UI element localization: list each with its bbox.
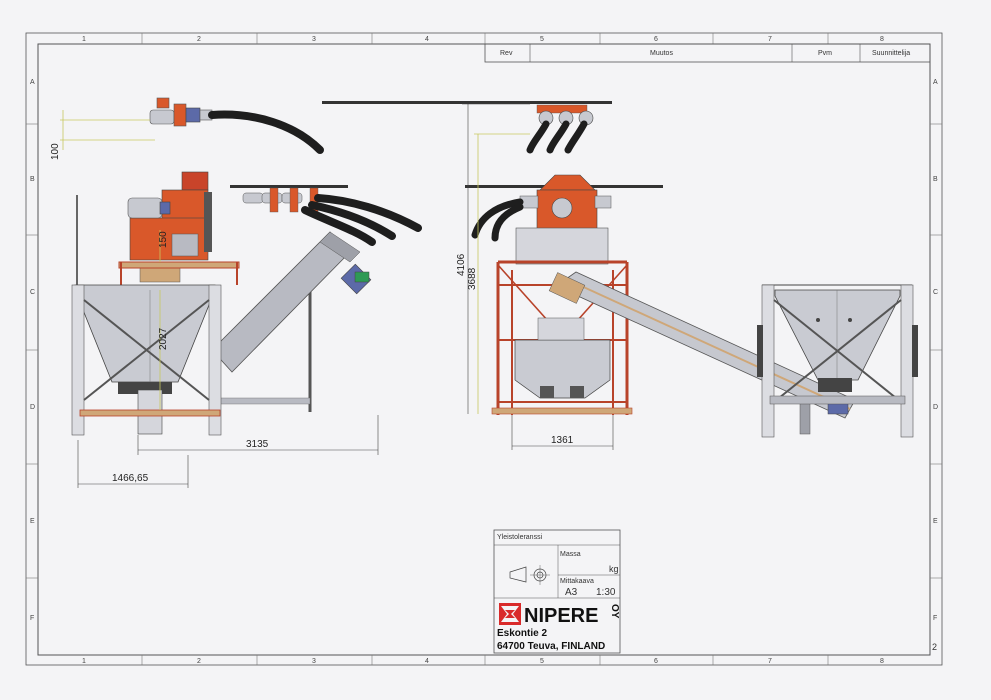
muutos-header: Muutos: [650, 50, 673, 57]
inclined-conveyor: [211, 231, 372, 405]
side-view: 100 150 2027 3135 1466,65: [50, 97, 422, 488]
grid-col-label: 7: [768, 36, 772, 43]
hopper-side: [71, 284, 222, 436]
grid-row-label: F: [30, 615, 34, 622]
grid-row-label: A: [933, 79, 938, 86]
pvm-header: Pvm: [818, 50, 832, 57]
revision-table: Rev Muutos Pvm Suunnittelija: [484, 43, 931, 63]
address-line-2: 64700 Teuva, FINLAND: [497, 641, 605, 652]
grid-row-label: B: [933, 176, 938, 183]
front-view: 4106 3688 1361: [322, 101, 856, 450]
grid-col-label: 5: [540, 36, 544, 43]
front-view-dimensions: [462, 103, 614, 450]
mass-unit: kg: [609, 564, 619, 574]
grid-col-label: 5: [540, 658, 544, 665]
front-motor-hood: [471, 174, 612, 242]
suunnittelija-header: Suunnittelija: [872, 50, 910, 57]
dimension-label-4106: 4106: [456, 253, 467, 276]
front-top-rail: [322, 101, 612, 154]
company-name: NIPERE: [524, 605, 598, 627]
mass-label: Massa: [560, 551, 581, 558]
dimension-label-1466: 1466,65: [112, 473, 149, 484]
grid-row-label: B: [30, 176, 35, 183]
scale-label: Mittakaava: [560, 578, 594, 585]
suspended-feeder: [149, 97, 324, 154]
grid-row-label: F: [933, 615, 937, 622]
title-block: Yleistoleranssi Massa kg Mittakaava A3 1…: [493, 529, 621, 654]
grid-column-labels-bottom: 1 2 3 4 5 6 7 8: [82, 658, 884, 665]
grid-row-labels-right: A B C D E F: [933, 79, 938, 622]
dimension-label-2027: 2027: [158, 327, 169, 350]
grid-col-label: 1: [82, 36, 86, 43]
nipere-logo: NIPERE OY: [499, 603, 620, 627]
grid-row-label: C: [30, 289, 35, 296]
grid-col-label: 8: [880, 658, 884, 665]
sheet-number: 2: [932, 642, 937, 652]
grid-col-label: 7: [768, 658, 772, 665]
top-rail-feeders: [230, 185, 422, 246]
general-tolerance-label: Yleistoleranssi: [497, 534, 543, 541]
dimension-label-1361: 1361: [551, 435, 574, 446]
grid-row-label: D: [30, 404, 35, 411]
dimension-label-3688: 3688: [467, 267, 478, 290]
grid-column-labels-top: 1 2 3 4 5 6 7 8: [82, 36, 884, 43]
address-line-1: Eskontie 2: [497, 628, 547, 639]
front-frame: [491, 227, 633, 415]
grid-row-label: C: [933, 289, 938, 296]
grid-col-label: 3: [312, 658, 316, 665]
grid-row-label: E: [30, 518, 35, 525]
end-view: [757, 284, 918, 438]
grid-col-label: 6: [654, 658, 658, 665]
company-suffix: OY: [609, 604, 620, 619]
dimension-label-100: 100: [50, 143, 61, 160]
grid-row-labels-left: A B C D E F: [30, 79, 35, 622]
dimension-label-150: 150: [158, 231, 169, 248]
grid-col-label: 4: [425, 36, 429, 43]
rev-header: Rev: [500, 50, 513, 57]
side-view-dimensions: [60, 110, 161, 410]
grid-col-label: 8: [880, 36, 884, 43]
motor-housing: [127, 171, 212, 283]
grid-col-label: 2: [197, 36, 201, 43]
drawing-frame: [25, 32, 943, 666]
dimension-label-3135: 3135: [246, 439, 269, 450]
grid-col-label: 6: [654, 36, 658, 43]
grid-col-label: 1: [82, 658, 86, 665]
grid-row-label: A: [30, 79, 35, 86]
grid-col-label: 4: [425, 658, 429, 665]
paper-size: A3: [565, 587, 578, 598]
grid-row-label: D: [933, 404, 938, 411]
grid-col-label: 3: [312, 36, 316, 43]
grid-col-label: 2: [197, 658, 201, 665]
projection-symbol: [509, 565, 550, 585]
side-view-dims-dark: [77, 415, 379, 488]
grid-row-label: E: [933, 518, 938, 525]
drawing-scale: 1:30: [596, 587, 616, 598]
